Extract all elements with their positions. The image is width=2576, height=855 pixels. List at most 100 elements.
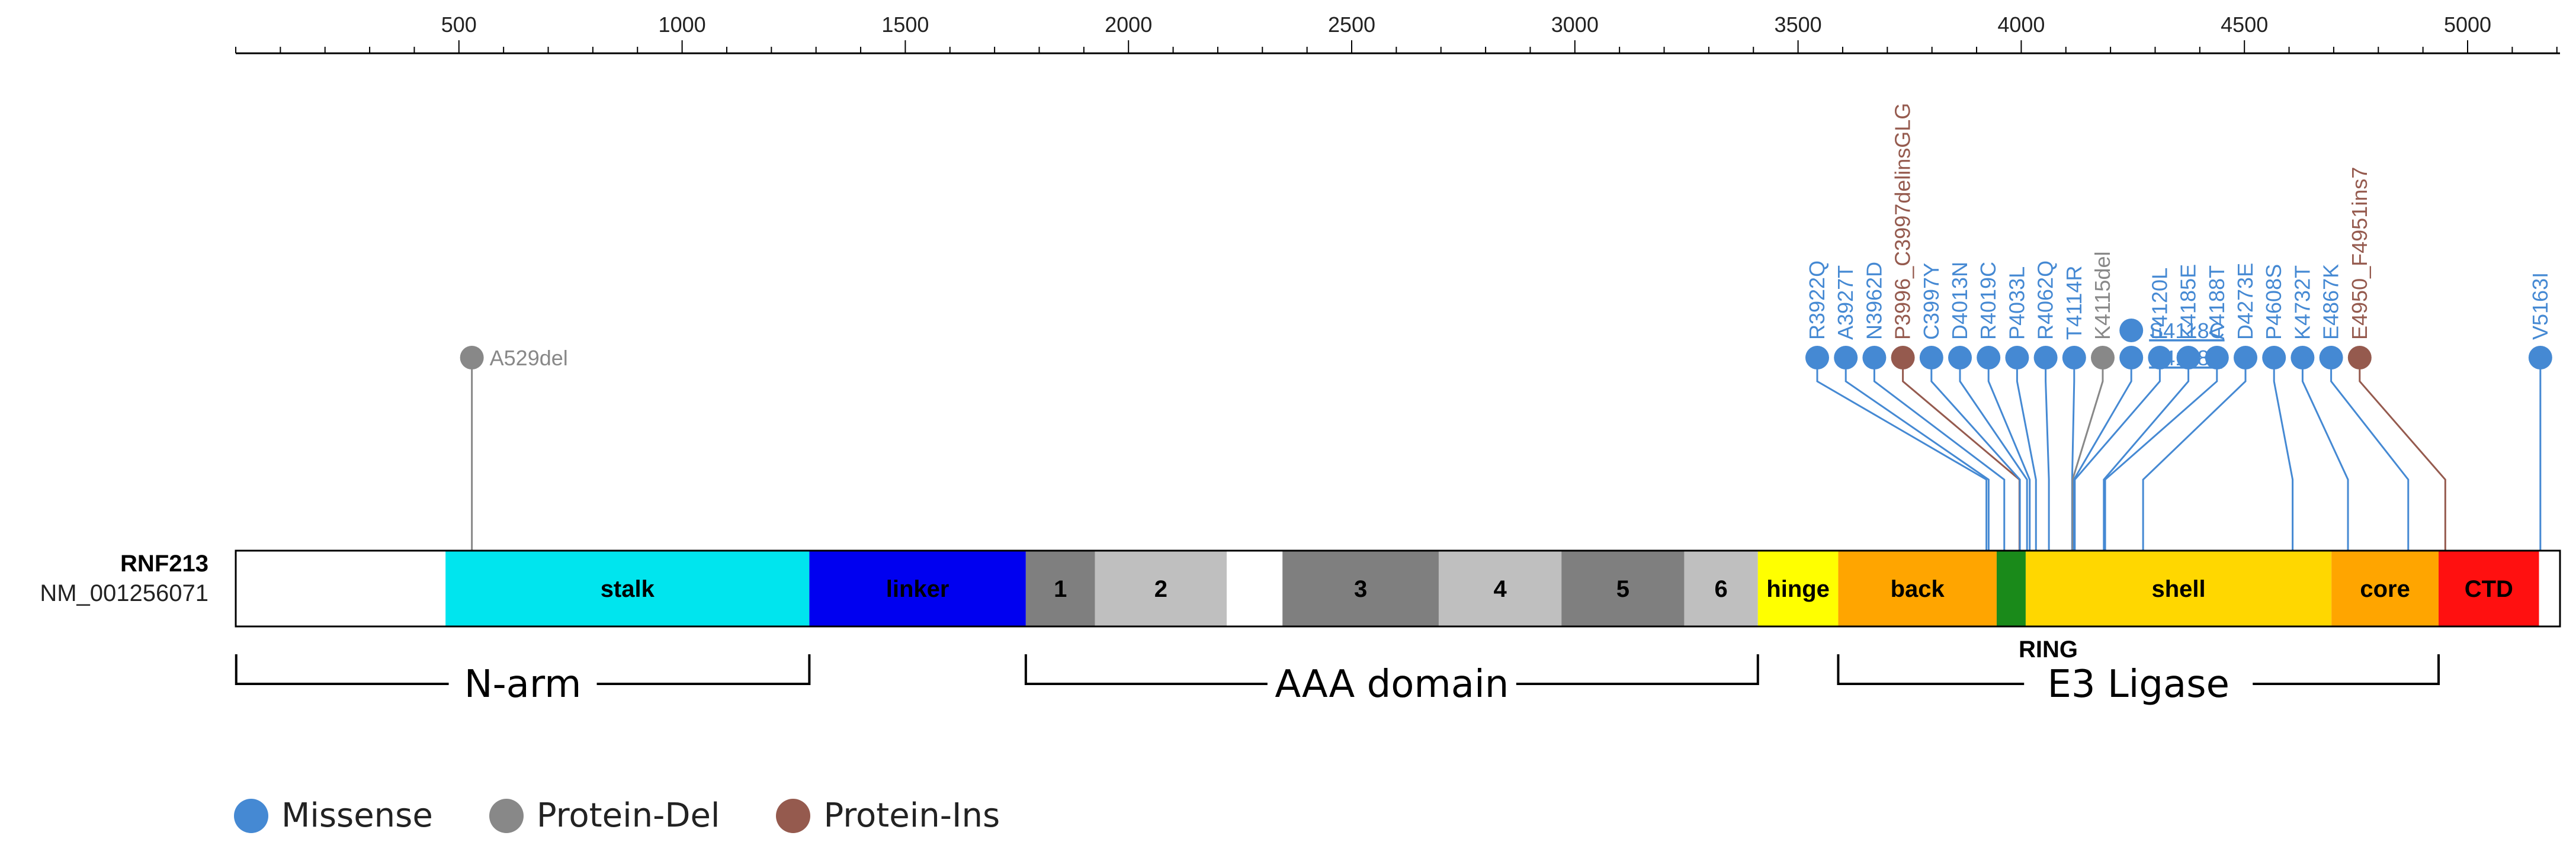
mutation-head xyxy=(1862,346,1887,369)
mutation-label: K4732T xyxy=(2290,265,2314,340)
mutation-head xyxy=(2291,346,2315,369)
track-border xyxy=(235,549,2561,628)
mutation-head xyxy=(1919,346,1943,369)
mutation-stem xyxy=(2104,358,2218,551)
domain-label: 3 xyxy=(1354,576,1367,602)
mutation-label: T4114R xyxy=(2062,266,2086,340)
bracket-line xyxy=(1516,654,1759,685)
missense-swatch xyxy=(234,798,268,833)
legend: Missense Protein-Del Protein-Ins xyxy=(234,796,1056,835)
bracket-label: AAA domain xyxy=(1275,663,1509,706)
domain-segment xyxy=(2539,551,2560,626)
domain-segment xyxy=(2331,551,2439,626)
legend-protein-ins: Protein-Ins xyxy=(776,796,1000,835)
mutation-head xyxy=(2528,346,2552,369)
legend-label: Protein-Del xyxy=(536,796,720,835)
mutation-stem xyxy=(2273,358,2294,551)
axis-tick-label: 4000 xyxy=(1997,12,2045,37)
mutation-stem xyxy=(1816,358,1988,551)
mutation-label: P3996_C3997delinsGLG xyxy=(1891,103,1915,340)
bracket-label: E3 Ligase xyxy=(2047,663,2229,706)
bracket-line xyxy=(2253,654,2440,685)
domain-segment xyxy=(1757,551,1839,626)
mutation-stem xyxy=(1902,358,2020,551)
mutation-label: S4118C xyxy=(2149,319,2224,343)
mutation-label: K4185E xyxy=(2176,264,2200,340)
mutation-head xyxy=(2347,346,2372,369)
mutation-head xyxy=(2005,346,2029,369)
mutation-stem xyxy=(2074,358,2161,551)
domain-segment xyxy=(1838,551,1997,626)
domain-segment xyxy=(236,551,446,626)
protein-del-swatch xyxy=(489,798,524,833)
mutation-stem xyxy=(1844,358,1990,551)
ring-label: RING xyxy=(2019,637,2078,663)
domain-label: stalk xyxy=(601,576,655,602)
domain-segment xyxy=(1684,551,1758,626)
legend-missense: Missense xyxy=(234,796,433,835)
bracket-line xyxy=(1024,654,1268,685)
mutation-stems xyxy=(471,358,2542,551)
mutation-label: R3922Q xyxy=(1805,261,1829,340)
axis-tick-label: 1000 xyxy=(659,12,706,37)
mutation-stem xyxy=(2045,358,2050,551)
mutation-head xyxy=(2176,346,2200,369)
mutation-head xyxy=(2119,319,2144,342)
domain-label: shell xyxy=(2151,576,2205,602)
mutation-head xyxy=(1834,346,1858,369)
mutation-stem xyxy=(2142,358,2247,551)
mutation-head xyxy=(1891,346,1915,369)
mutation-label: E4867K xyxy=(2319,264,2343,340)
mutation-label: A3927T xyxy=(1833,265,1858,340)
domain-segment xyxy=(1025,551,1095,626)
bracket-line xyxy=(235,654,449,685)
mutation-label: A4188T xyxy=(2205,265,2229,340)
axis-tick-label: 3500 xyxy=(1775,12,1822,37)
mutation-head xyxy=(460,346,484,369)
mutation-label: F4120L xyxy=(2147,268,2171,340)
mutation-label: P4033L xyxy=(2004,266,2029,340)
mutation-label: R4019C xyxy=(1976,262,2000,340)
mutation-stem xyxy=(1930,358,2021,551)
mutation-head xyxy=(1805,346,1829,369)
mutation-label: D4273E xyxy=(2233,263,2257,340)
legend-label: Protein-Ins xyxy=(823,796,1000,835)
transcript-id: NM_001256071 xyxy=(40,580,208,606)
mutation-label: P4608S xyxy=(2261,264,2286,340)
mutation-label: D4013N xyxy=(1948,262,1972,340)
domain-label: 1 xyxy=(1054,576,1067,602)
bracket-line xyxy=(1837,654,2025,685)
axis-tick-label: 4500 xyxy=(2221,12,2268,37)
mutation-label: E4950_F4951ins7 xyxy=(2347,167,2372,340)
domain-label: hinge xyxy=(1766,576,1830,602)
domain-label: 4 xyxy=(1493,576,1507,602)
mutation-head xyxy=(2205,346,2229,369)
domain-brackets: N-arm AAA domain E3 Ligase xyxy=(235,654,2440,706)
mutation-stem xyxy=(2301,358,2349,551)
domain-segment xyxy=(1226,551,1283,626)
mutation-head xyxy=(2262,346,2286,369)
mutation-head xyxy=(1948,346,1972,369)
domain-segment xyxy=(1095,551,1227,626)
domain-segment xyxy=(2439,551,2539,626)
mutation-label: N3962D xyxy=(1862,262,1886,340)
mutation-label: C3997Y xyxy=(1919,263,1943,340)
mutation-head xyxy=(2091,346,2115,369)
domain-segment xyxy=(445,551,810,626)
mutation-head xyxy=(2062,346,2086,369)
bracket-label: N-arm xyxy=(464,663,582,706)
protein-ins-swatch xyxy=(776,798,811,833)
mutation-label: V5163I xyxy=(2528,272,2552,340)
mutation-stem xyxy=(1873,358,2006,551)
legend-protein-del: Protein-Del xyxy=(489,796,720,835)
mutation-stem xyxy=(2071,358,2104,551)
gene-name: RNF213 xyxy=(120,551,208,577)
mutation-stem xyxy=(2359,358,2446,551)
mutation-label: R4062Q xyxy=(2033,261,2058,340)
domain-label: core xyxy=(2360,576,2410,602)
bracket-line xyxy=(596,654,811,685)
mutation-stem xyxy=(2073,358,2132,551)
mutation-head xyxy=(2033,346,2058,369)
